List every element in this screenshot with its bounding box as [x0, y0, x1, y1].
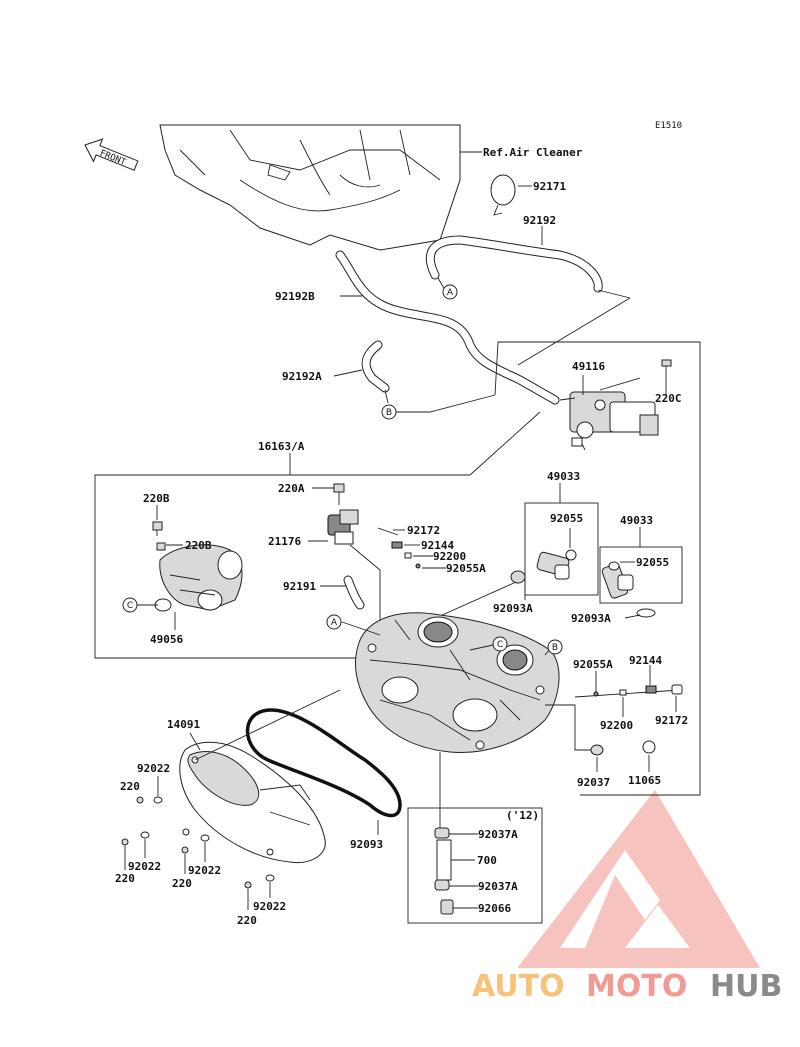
part-label-92144-top: 92144 — [421, 539, 454, 552]
hose-clamp — [490, 174, 516, 216]
marker-b-mid: B — [552, 643, 558, 653]
washer-92022-d — [265, 874, 275, 882]
part-label-92172-top: 92172 — [407, 524, 440, 537]
part-label-92037: 92037 — [577, 776, 610, 789]
bolt-220-b — [121, 838, 129, 846]
washer-92022-a — [153, 796, 163, 804]
part-label-220b-mid: 220B — [185, 539, 212, 552]
part-label-92066: 92066 — [478, 902, 511, 915]
bolt-220b-mid — [156, 542, 166, 551]
part-label-16163a: 16163/A — [258, 440, 305, 453]
washer-92022-c — [200, 834, 210, 842]
part-label-220-c: 220 — [172, 877, 192, 890]
fitting-92066 — [440, 899, 454, 915]
clamp-92037a-top — [434, 827, 450, 839]
bolt-220-d — [244, 881, 252, 889]
part-label-92191: 92191 — [283, 580, 316, 593]
part-label-92093: 92093 — [350, 838, 383, 851]
grommet-92093a-left — [510, 570, 526, 584]
part-label-92192: 92192 — [523, 214, 556, 227]
throttle-body — [355, 612, 560, 753]
part-label-92172-right: 92172 — [655, 714, 688, 727]
part-label-92055a-right: 92055A — [573, 658, 613, 671]
part-label-92192a: 92192A — [282, 370, 322, 383]
throttle-position-sensor — [327, 509, 359, 545]
part-label-92093a-left: 92093A — [493, 602, 533, 615]
part-label-92022-a: 92022 — [137, 762, 170, 775]
part-label-92022-c: 92022 — [188, 864, 221, 877]
part-label-49116: 49116 — [572, 360, 605, 373]
part-label-220-b: 220 — [115, 872, 135, 885]
bolt-220-a — [136, 796, 144, 804]
part-label-92200-top: 92200 — [433, 550, 466, 563]
clutch-cover — [179, 741, 326, 864]
part-label-92144-right: 92144 — [629, 654, 662, 667]
year-note: ('12) — [506, 809, 539, 822]
marker-a-mid: A — [331, 618, 338, 628]
thermostat-housing — [154, 544, 243, 612]
front-arrow-icon: FRONT — [84, 138, 139, 171]
fuel-injector-left — [536, 549, 577, 580]
diagram-code: E1510 — [655, 121, 682, 131]
marker-c-left: C — [127, 601, 133, 611]
bolt-220a — [333, 483, 345, 505]
part-label-220a: 220A — [278, 482, 305, 495]
clamp-92037a-bot — [434, 879, 450, 891]
part-label-14091: 14091 — [167, 718, 200, 731]
part-label-11065: 11065 — [628, 774, 661, 787]
washer-92022-b — [140, 831, 150, 839]
marker-b-left: B — [386, 408, 392, 418]
fuel-injector-right — [601, 561, 634, 599]
part-label-220-a: 220 — [120, 780, 140, 793]
watermark-moto: MOTO — [586, 969, 687, 1004]
marker-c-mid: C — [497, 640, 503, 650]
part-label-92037a-bot: 92037A — [478, 880, 518, 893]
ref-air-cleaner-label: Ref.Air Cleaner — [483, 146, 583, 159]
part-label-49056: 49056 — [150, 633, 183, 646]
part-label-220c: 220C — [655, 392, 682, 405]
vent-hose-upper — [425, 235, 603, 293]
part-label-700: 700 — [477, 854, 497, 867]
watermark-hub: HUB — [710, 969, 782, 1004]
watermark-text: AUTO MOTO HUB — [472, 969, 782, 1004]
part-label-21176: 21176 — [268, 535, 301, 548]
clamp-92037 — [590, 744, 604, 756]
marker-a-top: A — [447, 288, 454, 298]
air-cleaner-housing — [159, 124, 461, 251]
part-label-92093a-right: 92093A — [571, 612, 611, 625]
bolt-220b-top — [152, 521, 163, 536]
part-label-92022-d: 92022 — [253, 900, 286, 913]
cap-11065 — [642, 740, 656, 754]
bolt-220-c — [181, 846, 189, 854]
part-label-92055-left: 92055 — [550, 512, 583, 525]
part-label-92055-right: 92055 — [636, 556, 669, 569]
bolt-220c — [661, 359, 672, 392]
part-label-92037a-top: 92037A — [478, 828, 518, 841]
grommet-92093a-right — [636, 608, 656, 618]
hose-700 — [436, 839, 452, 881]
air-switching-valve — [559, 391, 659, 451]
part-label-49033-right: 49033 — [620, 514, 653, 527]
part-label-92022-b: 92022 — [128, 860, 161, 873]
part-label-92200-right: 92200 — [600, 719, 633, 732]
part-label-92055a-top: 92055A — [446, 562, 486, 575]
drive-belt — [245, 708, 402, 818]
part-label-49033-left: 49033 — [547, 470, 580, 483]
part-label-92171: 92171 — [533, 180, 566, 193]
part-label-92192b: 92192B — [275, 290, 315, 303]
watermark-logo — [517, 790, 760, 968]
vent-hose-b — [335, 250, 560, 405]
part-label-220b-top: 220B — [143, 492, 170, 505]
small-hose-92191 — [343, 575, 365, 610]
part-label-220-d: 220 — [237, 914, 257, 927]
watermark-auto: AUTO — [472, 969, 565, 1004]
vent-hose-a — [361, 340, 390, 393]
idle-screw-set-top — [377, 527, 421, 569]
